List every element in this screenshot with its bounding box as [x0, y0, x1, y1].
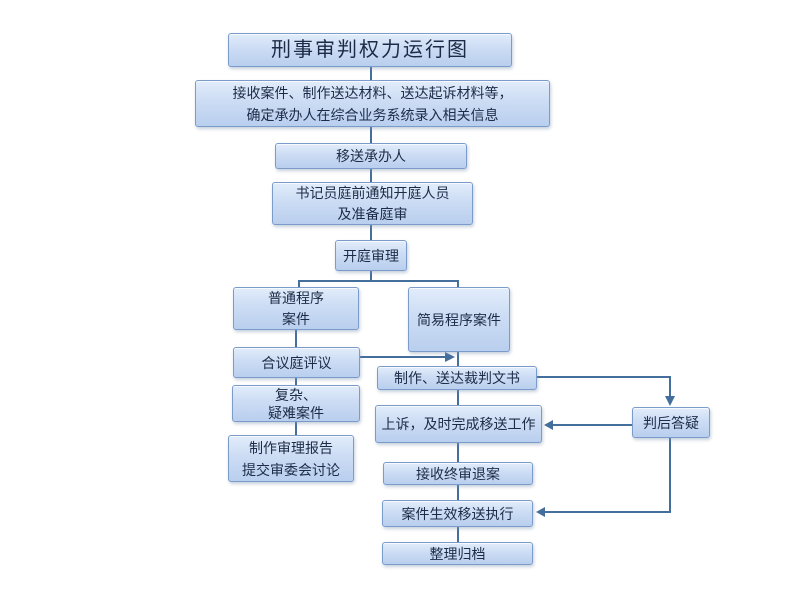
- node-receive-case: 接收案件、制作送达材料、送达起诉材料等， 确定承办人在综合业务系统录入相关信息: [195, 80, 550, 127]
- node-text-line: 整理归档: [429, 545, 486, 562]
- arrowhead-panel-judgment: [445, 352, 455, 362]
- node-text-line: 确定承办人在综合业务系统录入相关信息: [246, 106, 499, 123]
- node-text-line: 普通程序: [268, 289, 324, 306]
- node-text-line: 接收终审退案: [416, 465, 500, 482]
- node-judgment-documents: 制作、送达裁判文书: [377, 366, 537, 390]
- node-text-line: 及准备庭审: [337, 205, 408, 222]
- node-court-hearing: 开庭审理: [335, 240, 407, 271]
- node-appeal-transfer: 上诉，及时完成移送工作: [375, 405, 542, 443]
- arrowhead-judgment-qa: [665, 396, 675, 406]
- arrowhead-qa-appeal: [544, 420, 553, 430]
- node-transfer-handler: 移送承办人: [275, 143, 467, 169]
- node-text-line: 案件生效移送执行: [401, 505, 514, 522]
- node-text-line: 疑难案件: [268, 404, 324, 421]
- connector-qa-execution: [545, 438, 671, 513]
- node-post-judgment-qa: 判后答疑: [632, 407, 710, 438]
- node-collegial-panel: 合议庭评议: [233, 347, 360, 378]
- node-text-line: 制作、送达裁判文书: [394, 370, 520, 386]
- node-text-line: 简易程序案件: [417, 311, 501, 328]
- node-transfer-execution: 案件生效移送执行: [382, 500, 533, 527]
- node-text-line: 上诉，及时完成移送工作: [381, 416, 536, 432]
- node-text-line: 制作审理报告: [249, 439, 333, 456]
- node-clerk-notify: 书记员庭前通知开庭人员 及准备庭审: [272, 182, 473, 225]
- node-text-line: 开庭审理: [343, 247, 399, 264]
- node-receive-returned-case: 接收终审退案: [383, 462, 533, 485]
- node-text-line: 案件: [282, 310, 310, 327]
- node-text-line: 合议庭评议: [261, 354, 332, 371]
- node-ordinary-procedure: 普通程序 案件: [233, 287, 359, 330]
- node-text-line: 复杂、: [275, 386, 317, 403]
- connector-hearing-branch: [298, 271, 459, 287]
- node-text-line: 移送承办人: [336, 148, 406, 164]
- diagram-title-text: 刑事审判权力运行图: [271, 39, 469, 61]
- node-text-line: 提交审委会讨论: [242, 461, 340, 478]
- node-trial-report: 制作审理报告 提交审委会讨论: [228, 435, 354, 482]
- node-archive: 整理归档: [382, 542, 533, 565]
- node-text-line: 接收案件、制作送达材料、送达起诉材料等，: [232, 84, 513, 101]
- node-text-line: 书记员庭前通知开庭人员: [295, 184, 450, 201]
- node-diagram-title: 刑事审判权力运行图: [228, 33, 512, 67]
- node-summary-procedure: 简易程序案件: [408, 287, 510, 352]
- connector-judgment-qa: [537, 376, 671, 396]
- arrowhead-qa-execution: [536, 507, 545, 517]
- node-complex-cases: 复杂、 疑难案件: [232, 385, 360, 422]
- node-text-line: 判后答疑: [643, 414, 699, 431]
